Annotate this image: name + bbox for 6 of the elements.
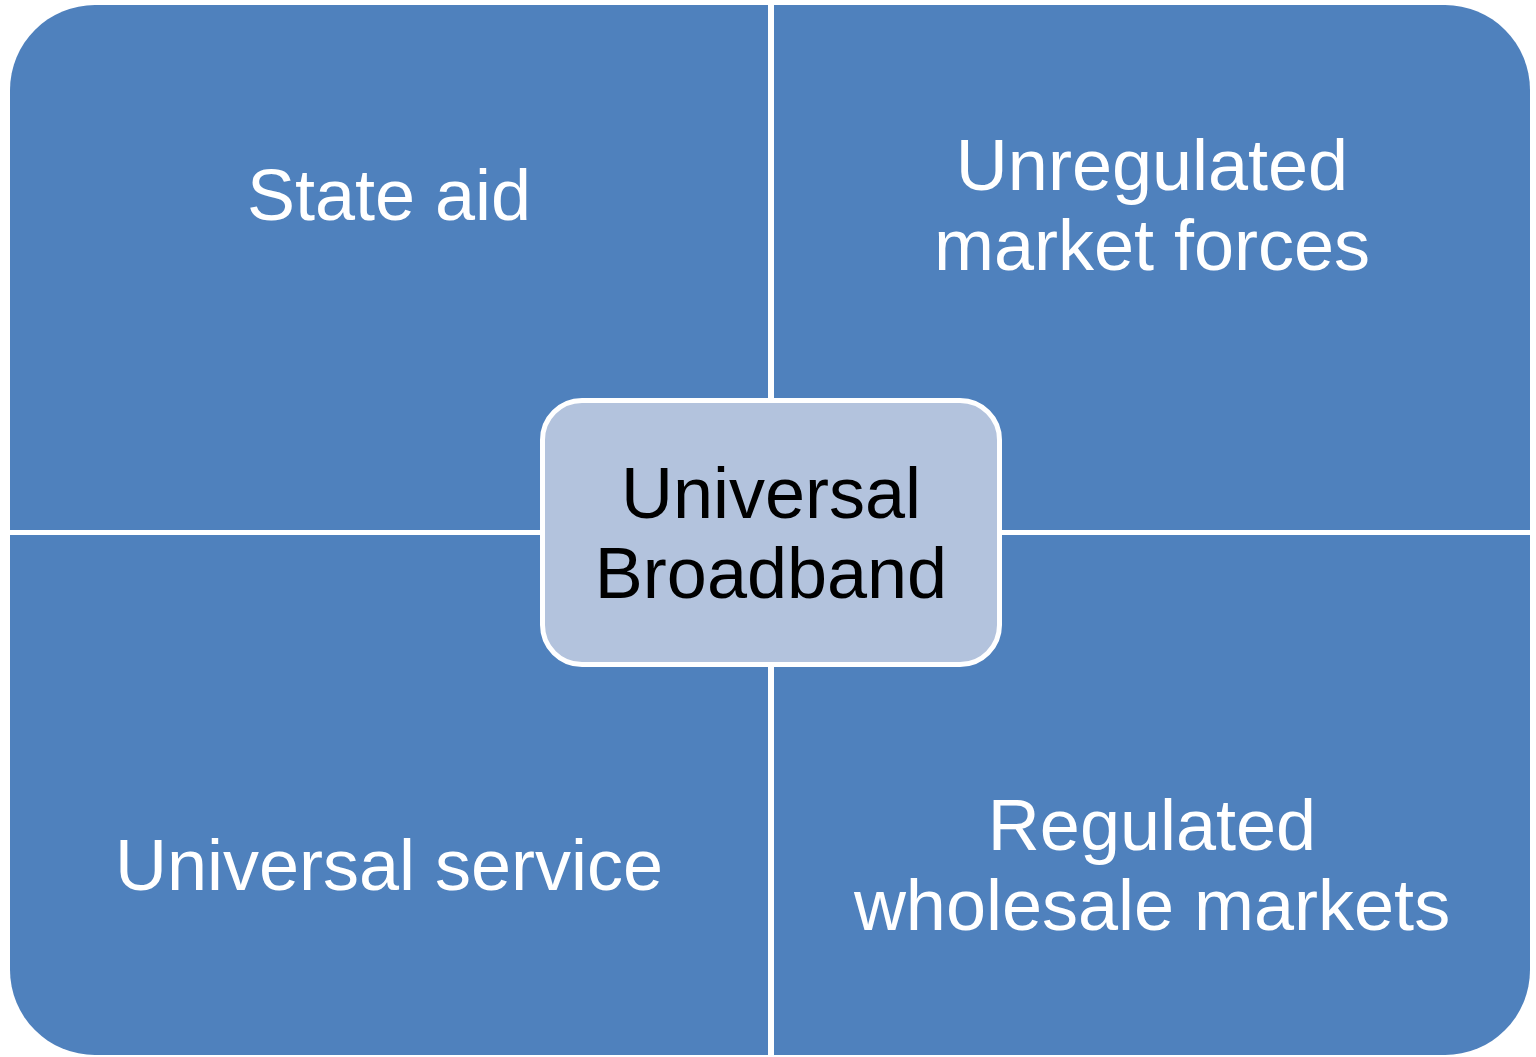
- panel-text: State aid: [246, 155, 532, 235]
- panel-text: Regulated wholesale markets: [852, 785, 1452, 945]
- center-text: Universal Broadband: [593, 452, 949, 613]
- center-box: [540, 398, 1002, 667]
- panel-text: Universal service: [114, 825, 664, 905]
- panel-text: Unregulated market forces: [932, 125, 1372, 285]
